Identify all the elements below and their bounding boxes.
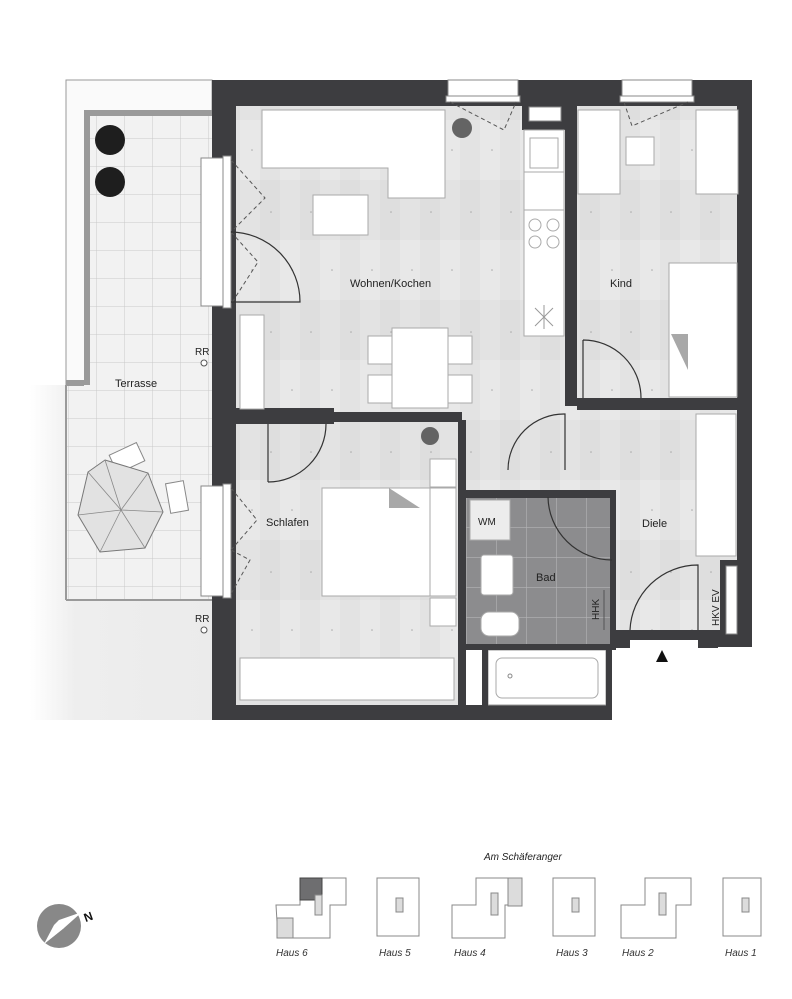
house-label: Haus 1 (725, 948, 757, 959)
compass-icon: N (37, 904, 95, 948)
cooktop-icon (528, 218, 560, 249)
sofa (261, 109, 446, 199)
house-label: Haus 3 (556, 948, 588, 959)
wardrobe (695, 109, 739, 195)
house-label: Haus 5 (379, 948, 411, 959)
house-key-haus-2 (620, 877, 692, 939)
desk (577, 109, 621, 195)
wm-label: WM (478, 517, 496, 528)
site-key-title: Am Schäferanger (483, 852, 562, 863)
entrance-arrow-icon (656, 650, 668, 662)
sink-icon (529, 137, 559, 169)
house-key-haus-1 (722, 877, 762, 937)
interior-walls (236, 106, 737, 720)
chair (625, 136, 655, 166)
drainboard (523, 171, 565, 211)
plant-icon (452, 118, 472, 138)
site-key-houses (275, 877, 762, 939)
room-label-bad: Bad (536, 572, 556, 584)
living-furniture (239, 109, 565, 410)
chair (367, 374, 397, 404)
washing-machine (469, 499, 511, 541)
dining-table (391, 327, 449, 409)
house-key-haus-3 (552, 877, 596, 937)
rain-pipe-icon (200, 626, 208, 634)
bed (668, 262, 738, 398)
chair (367, 335, 397, 365)
plant-icon (95, 167, 125, 197)
terrace: Terrasse RR RR (65, 79, 213, 634)
wardrobe (239, 657, 455, 701)
nightstand (429, 458, 457, 488)
rain-pipe-icon (200, 359, 208, 367)
door-swings (230, 231, 699, 631)
compass-north-label: N (82, 909, 95, 925)
house-label: Haus 4 (454, 948, 486, 959)
rr-label: RR (195, 614, 209, 625)
bath-fixtures (469, 499, 605, 637)
plant-icon (421, 427, 439, 445)
hhk-label: HHK (591, 599, 602, 620)
windows (200, 79, 738, 635)
toilet-icon (480, 611, 520, 637)
nightstand (429, 597, 457, 627)
coffee-table (312, 194, 369, 236)
house-key-haus-4 (451, 877, 523, 939)
house-key-haus-6 (275, 877, 347, 939)
room-label-diele: Diele (642, 518, 667, 530)
room-label-kind: Kind (610, 278, 632, 290)
hall-wardrobe (695, 413, 737, 557)
plant-icon (95, 125, 125, 155)
umbrella-icon (77, 459, 164, 553)
house-label: Haus 2 (622, 948, 654, 959)
room-label-wohnen: Wohnen/Kochen (350, 278, 431, 290)
kind-furniture (577, 109, 739, 398)
window-swings (230, 101, 689, 595)
washbasin-icon (480, 554, 514, 596)
schlafen-furniture (239, 458, 457, 701)
fridge-icon (534, 305, 554, 329)
rr-label: RR (195, 347, 209, 358)
double-bed (321, 487, 433, 597)
room-label-schlafen: Schlafen (266, 517, 309, 529)
hkv-ev-label: HKV EV (711, 589, 722, 626)
house-key-haus-5 (376, 877, 420, 937)
house-label: Haus 6 (276, 948, 308, 959)
sideboard (239, 314, 265, 410)
room-label-terrasse: Terrasse (115, 378, 157, 390)
terrace-chair (164, 480, 190, 514)
chair (443, 335, 473, 365)
